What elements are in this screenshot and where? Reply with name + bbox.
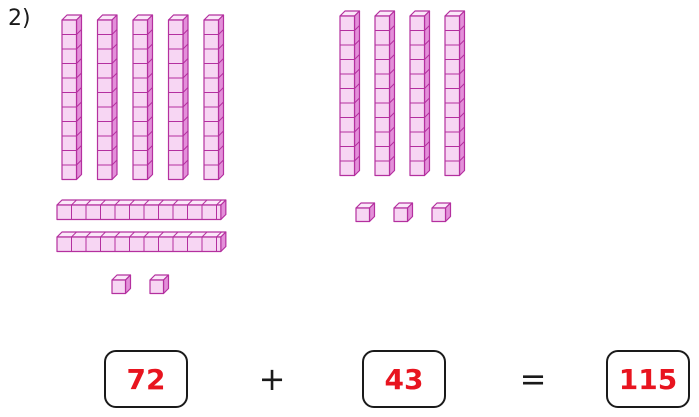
block-front-face (340, 16, 355, 176)
block-front-face (356, 208, 370, 222)
block-side-face (77, 15, 82, 180)
block-side-face (148, 15, 153, 180)
one-cube (150, 275, 169, 294)
addend1-value: 72 (127, 363, 166, 396)
block-front-face (410, 16, 425, 176)
block-front-face (375, 16, 390, 176)
block-front-face (112, 280, 126, 294)
ten-rod (375, 11, 395, 176)
ten-rod (169, 15, 189, 180)
block-front-face (98, 20, 113, 180)
block-front-face (394, 208, 408, 222)
sum-box: 115 (606, 350, 690, 408)
one-cube (356, 203, 375, 222)
ten-rod (133, 15, 153, 180)
block-front-face (62, 20, 77, 180)
block-front-face (57, 205, 221, 220)
addend2-value: 43 (385, 363, 424, 396)
block-front-face (445, 16, 460, 176)
block-front-face (204, 20, 219, 180)
block-front-face (432, 208, 446, 222)
plus-sign: + (252, 350, 292, 408)
block-front-face (57, 237, 221, 252)
block-side-face (183, 15, 188, 180)
ten-rod (445, 11, 465, 176)
block-top-face (57, 200, 226, 205)
ten-rod (98, 15, 118, 180)
equals-sign: = (513, 350, 553, 408)
ten-rod (410, 11, 430, 176)
ten-rod (57, 232, 226, 252)
ten-rod (340, 11, 360, 176)
block-side-face (112, 15, 117, 180)
block-front-face (150, 280, 164, 294)
block-side-face (219, 15, 224, 180)
ten-rod (57, 200, 226, 220)
block-side-face (390, 11, 395, 176)
one-cube (432, 203, 451, 222)
ten-rod (204, 15, 224, 180)
sum-value: 115 (619, 363, 677, 396)
block-side-face (425, 11, 430, 176)
block-front-face (169, 20, 184, 180)
addend1-box: 72 (104, 350, 188, 408)
ten-rod (62, 15, 82, 180)
block-side-face (460, 11, 465, 176)
one-cube (394, 203, 413, 222)
addend2-box: 43 (362, 350, 446, 408)
block-side-face (355, 11, 360, 176)
block-front-face (133, 20, 148, 180)
block-top-face (57, 232, 226, 237)
one-cube (112, 275, 131, 294)
